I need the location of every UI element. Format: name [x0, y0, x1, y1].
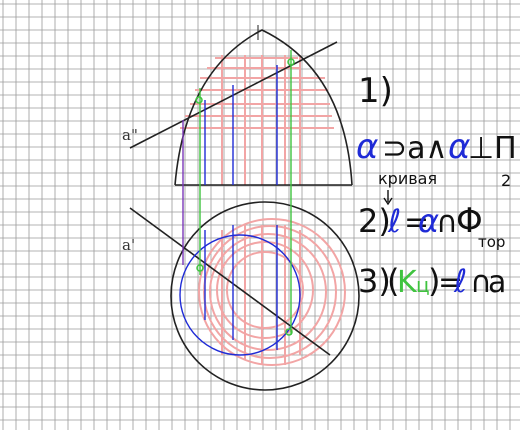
step-3-l: ℓ: [453, 262, 467, 300]
label-a-top: a': [122, 236, 135, 254]
step-3-eq: =: [438, 265, 463, 300]
step-3-subscript: ц: [416, 273, 430, 297]
step-1-formula: 1) α ⊃a∧ α ⊥Π 2: [356, 71, 517, 190]
step-2-cap: ∩: [436, 205, 458, 240]
step-1-text: ⊃a∧: [382, 131, 447, 166]
step-3-cap: ∩: [470, 265, 492, 300]
step-2-number: 2): [358, 202, 391, 240]
pink-construction-lines: [180, 55, 346, 366]
step-1-number: 1): [358, 71, 393, 111]
step-3-a: a: [488, 265, 506, 300]
step-2-alpha: α: [418, 202, 439, 240]
step-1-alpha: α: [356, 127, 378, 167]
step-3-number: 3): [358, 262, 391, 300]
step-3-k: K: [397, 265, 418, 300]
step-2-eq: =: [404, 205, 429, 240]
green-construction-lines: [199, 50, 292, 335]
step-1-subscript: 2: [501, 171, 511, 190]
step-2-l: ℓ: [387, 202, 401, 240]
step-1-perp: ⊥Π: [468, 131, 517, 166]
step-3-paren-open: (: [387, 262, 399, 300]
step-2-subscript: тор: [478, 233, 505, 251]
step-3-paren-close: ): [428, 262, 440, 300]
step-2-formula: кривая 2) ℓ = α ∩ Φ тор: [358, 169, 505, 251]
intersection-points: [195, 58, 295, 336]
step-2-note: кривая: [378, 169, 437, 188]
step-1-alpha2: α: [448, 127, 470, 167]
label-a-front: a": [122, 126, 138, 144]
step-3-formula: 3) ( K ц ) = ℓ ∩ a: [358, 262, 506, 300]
blue-construction-lines: [179, 65, 301, 356]
step-2-phi: Φ: [456, 201, 483, 241]
